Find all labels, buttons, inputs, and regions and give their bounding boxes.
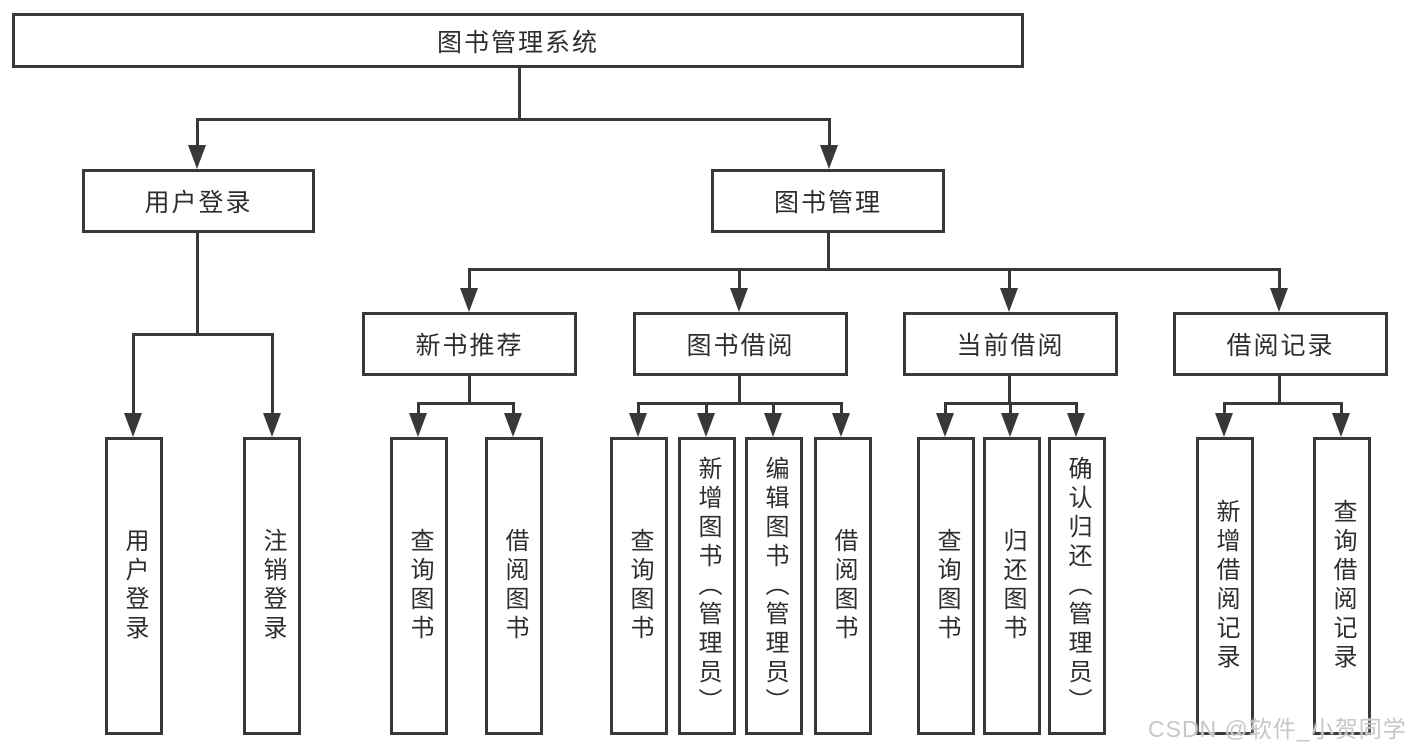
arrow-down-icon (504, 413, 522, 437)
connector-drop-borrow-records (1278, 268, 1281, 296)
connector-book-borrow-hline (637, 402, 843, 405)
connector-current-borrow-vline (1008, 376, 1011, 404)
node-new-book-recommend: 新书推荐 (362, 312, 577, 376)
leaf-label: 归还图书 (999, 528, 1026, 644)
connector-drop (512, 402, 515, 422)
connector-drop-leaf-user-login (132, 333, 135, 421)
leaf-logout: 注销登录 (243, 437, 301, 735)
leaf-query-books-1: 查询图书 (390, 437, 448, 735)
arrow-down-icon (263, 413, 281, 437)
connector-drop (772, 402, 775, 422)
leaf-label: 查询图书 (933, 528, 960, 644)
arrow-down-icon (1001, 413, 1019, 437)
connector-user-login-hline (132, 333, 274, 336)
arrow-down-icon (936, 413, 954, 437)
leaf-confirm-return-admin: 确认归还（管理员） (1048, 437, 1106, 735)
connector-drop-book-borrow (738, 268, 741, 296)
leaf-borrow-books-2: 借阅图书 (814, 437, 872, 735)
connector-drop (705, 402, 708, 422)
leaf-edit-book-admin: 编辑图书（管理员） (745, 437, 803, 735)
arrow-down-icon (124, 413, 142, 437)
arrow-down-icon (764, 413, 782, 437)
leaf-label: 编辑图书（管理员） (761, 455, 788, 717)
leaf-add-borrow-record: 新增借阅记录 (1196, 437, 1254, 735)
connector-drop (1009, 402, 1012, 422)
arrow-down-icon (832, 413, 850, 437)
connector-user-login-vline (196, 233, 199, 335)
leaf-user-login: 用户登录 (105, 437, 163, 735)
leaf-add-book-admin: 新增图书（管理员） (678, 437, 736, 735)
connector-drop (944, 402, 947, 422)
arrow-down-icon (697, 413, 715, 437)
connector-borrow-records-vline (1278, 376, 1281, 404)
connector-drop (1223, 402, 1226, 422)
leaf-borrow-books-1: 借阅图书 (485, 437, 543, 735)
csdn-watermark: CSDN @软件_小贺同学 (1148, 716, 1405, 742)
leaf-label: 用户登录 (121, 528, 148, 644)
arrow-down-icon (629, 413, 647, 437)
leaf-query-books-3: 查询图书 (917, 437, 975, 735)
connector-root-vline (518, 68, 521, 121)
leaf-label: 查询图书 (406, 528, 433, 644)
arrow-down-icon (1067, 413, 1085, 437)
connector-drop-new-book (468, 268, 471, 296)
arrow-down-icon (730, 288, 748, 312)
connector-drop (637, 402, 640, 422)
arrow-down-icon (1332, 413, 1350, 437)
leaf-label: 新增借阅记录 (1212, 499, 1239, 673)
connector-drop (1075, 402, 1078, 422)
node-book-management: 图书管理 (711, 169, 945, 233)
leaf-label: 查询图书 (626, 528, 653, 644)
leaf-label: 借阅图书 (830, 528, 857, 644)
connector-root-hline (196, 118, 831, 121)
connector-drop (417, 402, 420, 422)
arrow-down-icon (409, 413, 427, 437)
arrow-down-icon (1215, 413, 1233, 437)
leaf-label: 借阅图书 (501, 528, 528, 644)
leaf-label: 注销登录 (259, 528, 286, 644)
arrow-down-icon (1000, 288, 1018, 312)
arrow-down-icon (188, 145, 206, 169)
connector-book-management-vline (827, 233, 830, 270)
node-book-borrow: 图书借阅 (633, 312, 848, 376)
connector-drop-leaf-logout (271, 333, 274, 421)
node-current-borrow: 当前借阅 (903, 312, 1118, 376)
connector-drop (840, 402, 843, 422)
connector-new-book-vline (468, 376, 471, 404)
connector-drop (1340, 402, 1343, 422)
arrow-down-icon (1270, 288, 1288, 312)
leaf-label: 确认归还（管理员） (1064, 455, 1091, 717)
connector-drop-user-login (196, 118, 199, 155)
node-borrow-records: 借阅记录 (1173, 312, 1388, 376)
node-root: 图书管理系统 (12, 13, 1024, 68)
arrow-down-icon (820, 145, 838, 169)
connector-drop-current-borrow (1008, 268, 1011, 296)
leaf-query-borrow-record: 查询借阅记录 (1313, 437, 1371, 735)
leaf-label: 查询借阅记录 (1329, 499, 1356, 673)
leaf-label: 新增图书（管理员） (694, 455, 721, 717)
connector-borrow-records-hline (1223, 402, 1343, 405)
connector-book-management-hline (468, 268, 1281, 271)
node-user-login: 用户登录 (82, 169, 315, 233)
connector-book-borrow-vline (738, 376, 741, 404)
connector-new-book-hline (417, 402, 515, 405)
leaf-return-book: 归还图书 (983, 437, 1041, 735)
leaf-query-books-2: 查询图书 (610, 437, 668, 735)
arrow-down-icon (460, 288, 478, 312)
connector-drop-book-management (828, 118, 831, 155)
